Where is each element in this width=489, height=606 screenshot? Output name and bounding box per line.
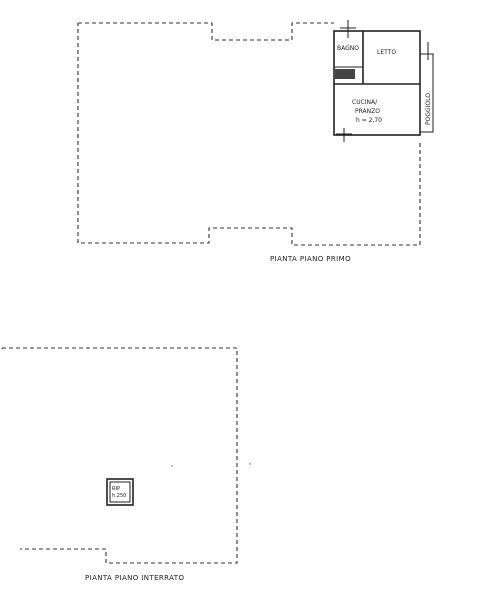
hatched-storage: [335, 69, 355, 79]
room-label-cucina-height: h = 2,70: [356, 117, 382, 124]
room-label-poggiolo: POGGIOLO: [425, 93, 432, 125]
room-label-rip-height: h.250: [112, 493, 126, 499]
basement-outline: [2, 347, 238, 564]
room-label-rip: RIP.: [112, 486, 121, 492]
plan-first-floor: BAGNO LETTO CUCINA/ PRANZO h = 2,70 POGG…: [77, 20, 434, 263]
storage-room-outline: [106, 478, 134, 506]
caption-first-floor: PIANTA PIANO PRIMO: [270, 255, 351, 263]
scan-dot: [249, 463, 251, 465]
storage-room-inner: [109, 481, 131, 503]
room-label-cucina-1: CUCINA/: [352, 99, 378, 106]
room-label-letto: LETTO: [377, 49, 396, 56]
plan-basement: RIP. h.250 PIANTA PIANO INTERRATO: [1, 347, 251, 582]
room-label-cucina-2: PRANZO: [355, 108, 380, 115]
room-label-bagno: BAGNO: [337, 45, 359, 52]
first-floor-outline: [77, 22, 421, 246]
caption-basement: PIANTA PIANO INTERRATO: [85, 574, 184, 582]
balcony-outline: [419, 53, 434, 133]
scan-dot: [171, 465, 173, 467]
